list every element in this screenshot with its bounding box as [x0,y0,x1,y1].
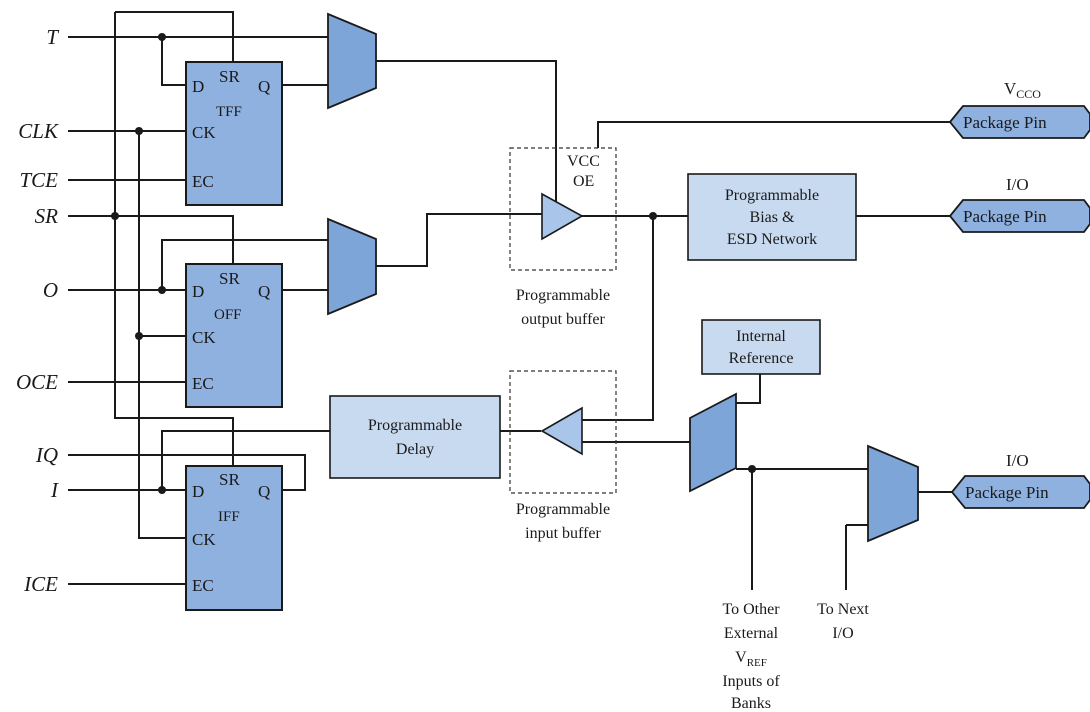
off-ck: CK [192,328,216,347]
label-clk: CLK [18,119,59,143]
label-tce: TCE [19,168,58,192]
tff-block: D SR Q TFF CK EC [185,61,283,206]
bias-line-1: Programmable [725,187,819,204]
output-buffer-triangle [541,192,584,241]
label-ice: ICE [23,572,58,596]
vref-line-5: Banks [731,695,771,712]
next-line-2: I/O [832,625,853,642]
label-i: I [50,478,59,502]
off-ec: EC [192,374,214,393]
bias-line-2: Bias & [750,209,795,226]
input-buffer-dashed-box [509,370,617,494]
io1-pin-text: Package Pin [963,207,1047,226]
label-sr: SR [35,204,59,228]
off-d: D [192,282,204,301]
programmable-delay-block: Programmable Delay [329,395,501,479]
io-package-pin-1: Package Pin I/O [948,175,1090,233]
output-buffer: VCC OE Programmable output buffer [509,147,617,328]
mux-input-select [689,392,737,493]
internal-ref-line-2: Reference [729,350,794,367]
vref-line-4: Inputs of [722,673,780,690]
vref-line-3: VREF [735,649,767,669]
delay-line-2: Delay [396,441,434,458]
output-buffer-caption-1: Programmable [516,287,610,304]
io2-label: I/O [1006,451,1029,470]
vref-line-2: External [724,625,779,642]
label-oce: OCE [16,370,58,394]
io-package-pin-2: Package Pin I/O [950,451,1090,509]
off-q: Q [258,282,270,301]
multiplexers [327,12,919,543]
tff-ck: CK [192,123,216,142]
input-buffer: Programmable input buffer [509,370,617,542]
signal-labels: T CLK TCE SR O OCE IQ I ICE [16,25,59,596]
output-buffer-dashed-box [509,147,617,271]
off-block: D SR Q OFF CK EC [185,263,283,408]
iff-d: D [192,482,204,501]
label-o: O [43,278,58,302]
label-iq: IQ [35,443,58,467]
bias-esd-block: Programmable Bias & ESD Network [687,173,857,261]
iff-ec: EC [192,576,214,595]
input-buffer-caption-2: input buffer [525,525,601,542]
mux-t [327,12,377,110]
input-buffer-triangle [540,406,583,456]
mux-next-io [867,444,919,543]
vref-line-1: To Other [722,601,780,618]
vcco-pin-text: Package Pin [963,113,1047,132]
vcco-package-pin: Package Pin VCCO [948,79,1090,139]
iff-q: Q [258,482,270,501]
iff-block: D SR Q IFF CK EC [185,465,283,611]
next-io-note: To Next I/O [817,601,869,642]
junction-dots [111,33,756,494]
tff-ec: EC [192,172,214,191]
io2-pin-text: Package Pin [965,483,1049,502]
vcco-label: VCCO [1004,79,1041,101]
vref-note: To Other External VREF Inputs of Banks [722,601,780,712]
input-buffer-caption-1: Programmable [516,501,610,518]
output-buffer-caption-2: output buffer [521,311,605,328]
bias-line-3: ESD Network [727,231,817,248]
label-t: T [46,25,59,49]
internal-reference-block: Internal Reference [701,319,821,375]
io1-label: I/O [1006,175,1029,194]
tff-d: D [192,77,204,96]
output-buffer-oe: OE [573,173,594,190]
off-name: OFF [214,307,242,323]
mux-o [327,217,377,316]
tff-sr: SR [219,67,240,86]
output-buffer-vcc: VCC [567,153,600,170]
delay-line-1: Programmable [368,417,462,434]
wires [68,11,956,590]
next-line-1: To Next [817,601,869,618]
iff-sr: SR [219,470,240,489]
internal-ref-line-1: Internal [736,328,786,345]
iff-ck: CK [192,530,216,549]
tff-name: TFF [216,104,242,120]
tff-q: Q [258,77,270,96]
off-sr: SR [219,269,240,288]
iff-name: IFF [218,509,240,525]
